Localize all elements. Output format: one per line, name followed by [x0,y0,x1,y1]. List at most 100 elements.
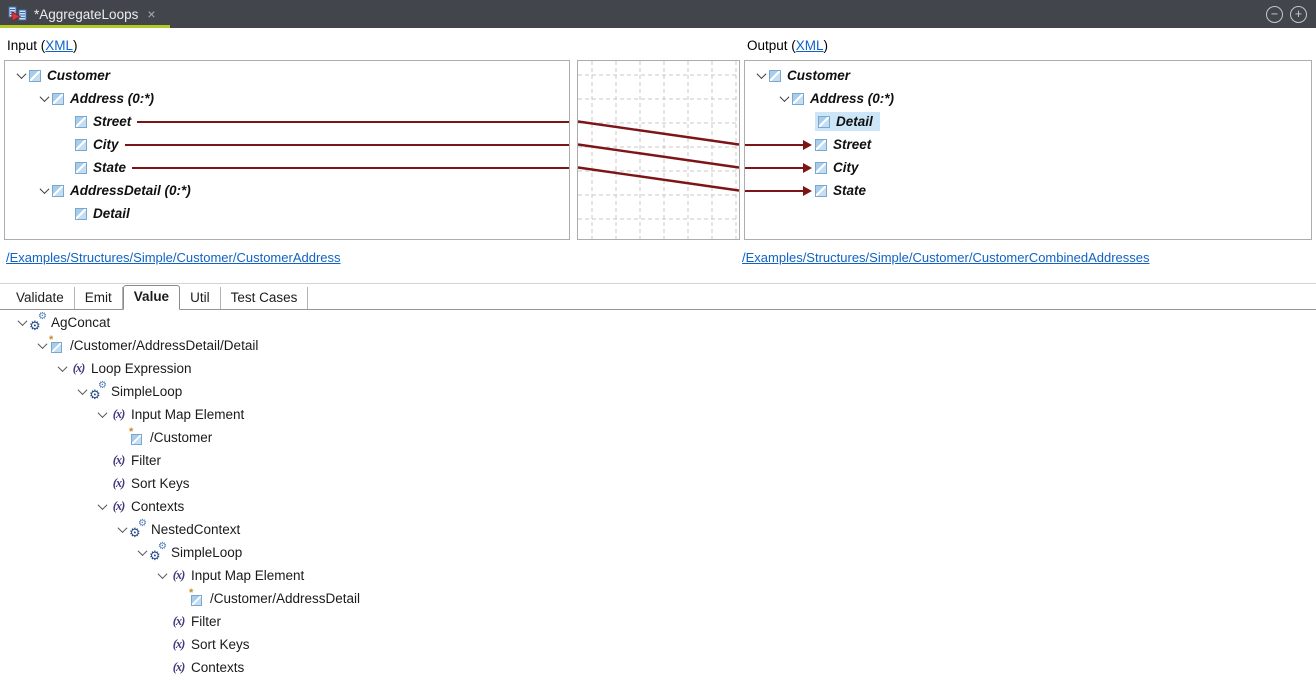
tab-test-cases[interactable]: Test Cases [221,287,309,309]
expression-icon: (x) [172,637,186,651]
chevron-down-icon[interactable] [94,407,110,423]
gears-icon: ⚙⚙ [129,517,147,541]
mapping-arrow[interactable] [745,185,812,196]
tree-row-state[interactable]: State [5,156,569,179]
mapping-connector-lines [578,120,739,192]
indent-spacer [94,453,110,469]
output-xml-link[interactable]: XML [795,38,824,53]
value-row-input-map-element-nested[interactable]: (x) Input Map Element [0,564,1316,587]
tree-row-customer[interactable]: Customer [745,64,1311,87]
tree-item-label: Address (0:*) [810,91,895,106]
tree-row-city[interactable]: City [5,133,569,156]
input-label-suffix: ) [73,38,78,53]
indent-spacer [154,660,170,676]
chevron-down-icon[interactable] [114,522,130,538]
element-icon [815,161,827,174]
chevron-down-icon[interactable] [94,499,110,515]
mapping-grid-canvas[interactable] [577,60,740,240]
chevron-down-icon[interactable] [13,68,29,84]
circle-plus-button[interactable]: + [1290,5,1307,23]
chevron-down-icon[interactable] [776,91,792,107]
value-row-sort-keys-nested[interactable]: (x) Sort Keys [0,633,1316,656]
tree-row-detail-selected[interactable]: Detail [745,110,1311,133]
tab-value[interactable]: Value [122,285,181,310]
value-row-contexts[interactable]: (x) Contexts [0,495,1316,518]
value-row-sort-keys[interactable]: (x) Sort Keys [0,472,1316,495]
tree-item-label: City [93,137,119,152]
selected-row-highlight[interactable]: Detail [815,112,880,131]
element-icon [769,69,781,82]
chevron-down-icon[interactable] [154,568,170,584]
value-row-simpleloop-nested[interactable]: ⚙⚙ SimpleLoop [0,541,1316,564]
value-row-target-path[interactable]: * /Customer/AddressDetail/Detail [0,334,1316,357]
tree-row-detail[interactable]: Detail [5,202,569,225]
value-item-label: Contexts [191,660,245,675]
element-icon [815,184,827,197]
expression-icon: (x) [172,614,186,628]
chevron-down-icon[interactable] [134,545,150,561]
indent-spacer [59,137,75,153]
tree-row-addressdetail[interactable]: AddressDetail (0:*) [5,179,569,202]
value-row-simpleloop[interactable]: ⚙⚙ SimpleLoop [0,380,1316,403]
mapping-arrow[interactable] [745,162,812,173]
mapping-arrow[interactable] [745,139,812,150]
tab-validate[interactable]: Validate [5,287,75,309]
tab-emit[interactable]: Emit [75,287,123,309]
value-row-customer-path[interactable]: * /Customer [0,426,1316,449]
value-item-label: Sort Keys [131,476,190,491]
mapping-line[interactable] [124,143,569,146]
input-schema-panel: Customer Address (0:*) Street City State [4,60,570,240]
map-element-icon: * [189,587,206,606]
indent-spacer [59,206,75,222]
element-icon [75,161,87,174]
element-icon [29,69,41,82]
tree-item-label: Customer [47,68,111,83]
document-tab-title: *AggregateLoops [34,6,139,22]
output-label: Output ( [747,38,796,53]
indent-spacer [59,160,75,176]
value-row-addressdetail-path[interactable]: * /Customer/AddressDetail [0,587,1316,610]
element-icon [792,92,804,105]
indent-spacer [174,591,190,607]
chevron-down-icon[interactable] [54,361,70,377]
tree-row-address[interactable]: Address (0:*) [5,87,569,110]
close-icon[interactable]: × [147,6,156,22]
input-structure-link[interactable]: /Examples/Structures/Simple/Customer/Cus… [6,250,341,265]
value-row-loop-expression[interactable]: (x) Loop Expression [0,357,1316,380]
tree-row-customer[interactable]: Customer [5,64,569,87]
value-item-label: AgConcat [51,315,111,330]
map-element-icon: * [129,426,146,445]
chevron-down-icon[interactable] [14,315,30,331]
chevron-down-icon[interactable] [753,68,769,84]
value-row-filter-nested[interactable]: (x) Filter [0,610,1316,633]
element-icon [52,92,64,105]
circle-minus-button[interactable]: − [1266,5,1283,23]
value-item-label: Loop Expression [91,361,192,376]
tree-row-city[interactable]: City [745,156,1311,179]
tree-row-street[interactable]: Street [5,110,569,133]
chevron-down-icon[interactable] [36,183,52,199]
value-row-filter[interactable]: (x) Filter [0,449,1316,472]
mapping-line[interactable] [132,166,569,169]
tree-row-state[interactable]: State [745,179,1311,202]
tree-row-street[interactable]: Street [745,133,1311,156]
value-row-agconcat[interactable]: ⚙⚙ AgConcat [0,311,1316,334]
value-row-contexts-nested[interactable]: (x) Contexts [0,656,1316,679]
input-pane-header: Input (XML) [7,38,78,53]
output-label-suffix: ) [823,38,829,53]
value-row-input-map-element[interactable]: (x) Input Map Element [0,403,1316,426]
tree-row-address[interactable]: Address (0:*) [745,87,1311,110]
document-tab-aggregateloops[interactable]: *AggregateLoops × [0,0,170,28]
chevron-down-icon[interactable] [36,91,52,107]
output-structure-link[interactable]: /Examples/Structures/Simple/Customer/Cus… [742,250,1150,265]
input-label: Input ( [7,38,46,53]
value-row-nestedcontext[interactable]: ⚙⚙ NestedContext [0,518,1316,541]
element-icon [818,115,830,128]
mapping-line[interactable] [137,120,569,123]
chevron-down-icon[interactable] [34,338,50,354]
output-schema-panel: Customer Address (0:*) Detail Street Cit… [744,60,1312,240]
element-icon [52,184,64,197]
tab-util[interactable]: Util [180,287,221,309]
input-xml-link[interactable]: XML [45,38,74,53]
chevron-down-icon[interactable] [74,384,90,400]
